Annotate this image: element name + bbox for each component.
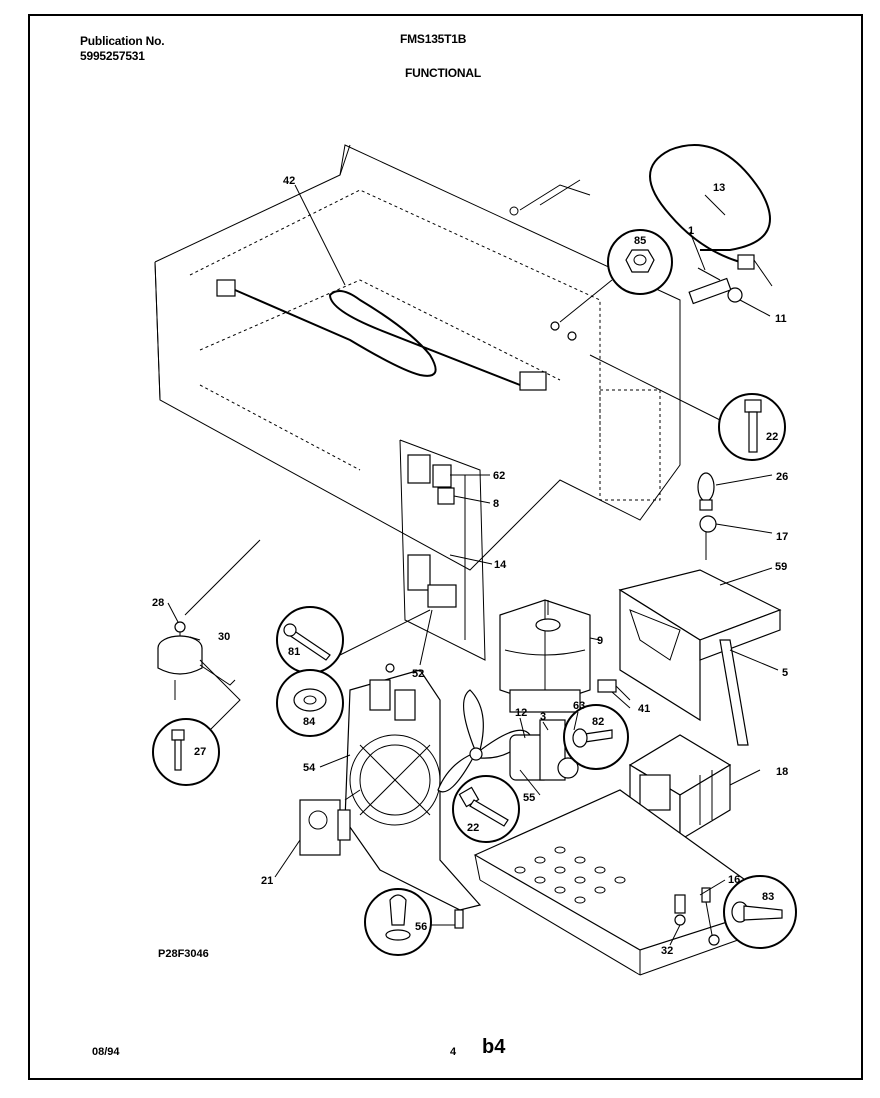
label-32: 32	[661, 945, 673, 957]
label-11: 11	[775, 313, 787, 325]
callout-85	[559, 229, 673, 323]
label-17: 17	[776, 531, 788, 543]
label-14: 14	[494, 559, 507, 571]
publication-number: 5995257531	[80, 49, 145, 63]
label-41: 41	[638, 703, 650, 715]
label-28: 28	[152, 597, 164, 609]
damper-motor	[299, 789, 361, 856]
air-duct	[344, 669, 482, 911]
control-bracket	[618, 569, 782, 746]
callout-84	[276, 669, 344, 737]
label-52: 52	[412, 668, 424, 680]
label-18: 18	[776, 766, 788, 778]
drawing-frame	[28, 14, 863, 1080]
label-42: 42	[283, 175, 295, 187]
label-30: 30	[218, 631, 230, 643]
label-63: 63	[573, 700, 585, 712]
fan-motor	[509, 719, 579, 781]
label-85: 85	[634, 235, 646, 247]
callout-22-bottom	[452, 775, 520, 843]
callout-56	[364, 888, 455, 956]
label-84: 84	[303, 716, 316, 728]
label-27: 27	[194, 746, 206, 758]
label-9: 9	[597, 635, 603, 647]
transformer	[628, 734, 732, 842]
callout-83	[723, 875, 797, 949]
footer-date: 08/94	[92, 1046, 120, 1058]
callout-22-top	[589, 354, 786, 461]
callout-81	[276, 606, 431, 674]
footer-code: b4	[482, 1036, 506, 1058]
label-56: 56	[415, 921, 427, 933]
switch-bracket	[399, 439, 486, 661]
label-1: 1	[688, 225, 694, 237]
label-62: 62	[493, 470, 505, 482]
lamp-socket	[697, 472, 717, 560]
label-55: 55	[523, 792, 535, 804]
label-82: 82	[592, 716, 604, 728]
label-13: 13	[713, 182, 725, 194]
base-vent-holes	[514, 846, 626, 904]
callout-27	[152, 659, 241, 786]
model-number: FMS135T1B	[400, 32, 467, 46]
footer-page: 4	[450, 1046, 457, 1058]
stirrer-motor	[157, 621, 236, 700]
label-22-bottom: 22	[467, 822, 479, 834]
label-5: 5	[782, 667, 788, 679]
heating-element	[216, 279, 547, 391]
power-cord	[509, 144, 773, 287]
label-16: 16	[728, 874, 740, 886]
label-81: 81	[288, 646, 300, 658]
drawing-id: P28F3046	[158, 948, 209, 960]
label-26: 26	[776, 471, 788, 483]
callout-82	[563, 704, 629, 770]
base-plate	[473, 789, 782, 976]
label-3: 3	[540, 711, 546, 723]
label-8: 8	[493, 498, 499, 510]
cabinet-outline	[154, 144, 681, 571]
label-22-top: 22	[766, 431, 778, 443]
magnetron	[499, 599, 591, 713]
label-59: 59	[775, 561, 787, 573]
leader-lines	[167, 184, 779, 946]
small-hardware	[385, 267, 743, 946]
label-54: 54	[303, 762, 316, 774]
label-21: 21	[261, 875, 273, 887]
publication-label: Publication No.	[80, 34, 165, 48]
part-labels: 42 13 85 1 11 22 26 17 62 8 14 59 28 30 …	[152, 175, 788, 957]
label-12: 12	[515, 707, 527, 719]
section-title: FUNCTIONAL	[405, 66, 481, 80]
label-83: 83	[762, 891, 774, 903]
